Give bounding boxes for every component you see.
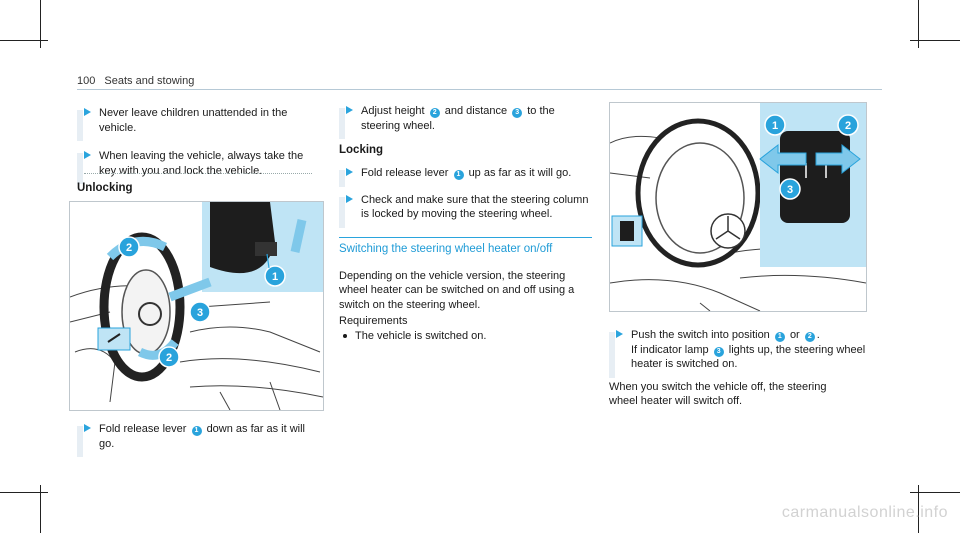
locking-bullet: Fold release lever 1 up as far as it wil… — [339, 166, 594, 187]
left-after-figure: Fold release lever 1 down as far as it w… — [77, 422, 322, 461]
crop-mark — [0, 492, 48, 493]
steering-wheel-heater-illustration: 1 2 3 — [610, 103, 866, 311]
middle-column: Adjust height 2 and distance 3 to the st… — [339, 104, 594, 344]
warning-bullet: Never leave children unattended in the v… — [77, 106, 317, 142]
arrow-icon — [346, 168, 353, 177]
section-heading: Switching the steering wheel heater on/o… — [339, 242, 553, 255]
unlocking-heading: Unlocking — [77, 182, 133, 194]
arrow-icon — [84, 108, 91, 116]
page-number: 100 — [77, 75, 96, 87]
adjust-bullet: Adjust height 2 and distance 3 to the st… — [339, 104, 594, 140]
heater-switch-figure: 1 2 3 — [609, 102, 867, 312]
section-body: Depending on the vehicle version, the st… — [339, 269, 575, 311]
ref-badge: 2 — [804, 332, 815, 342]
crop-mark — [910, 492, 960, 493]
ref-badge: 3 — [713, 346, 724, 357]
crop-mark — [910, 40, 960, 41]
unlocking-figure: 2 3 2 1 — [69, 201, 324, 411]
page-header: 100 Seats and stowing — [77, 74, 194, 89]
callout: 1 — [272, 271, 278, 283]
ref-badge: 2 — [429, 108, 440, 118]
push-switch-bullet: Push the switch into position 1 or 2.If … — [609, 328, 869, 378]
check-bullet: Check and make sure that the steering co… — [339, 193, 594, 228]
arrow-icon — [84, 424, 91, 432]
callout: 2 — [126, 242, 132, 254]
ref-badge: 1 — [191, 426, 202, 436]
watermark: carmanualsonline.info — [781, 503, 948, 521]
arrow-icon — [346, 194, 353, 203]
ref-badge: 1 — [774, 332, 785, 342]
arrow-icon — [346, 106, 353, 114]
callout: 2 — [845, 120, 851, 132]
callout: 2 — [166, 352, 172, 364]
crop-mark — [918, 485, 919, 533]
requirements-label: Requirements — [339, 315, 408, 328]
crop-mark — [40, 0, 41, 48]
crop-mark — [918, 0, 919, 48]
right-column-text: Push the switch into position 1 or 2.If … — [609, 328, 869, 409]
section-title: Seats and stowing — [104, 75, 195, 87]
callout: 3 — [787, 184, 793, 196]
note-text: When you switch the vehicle off, the ste… — [609, 380, 827, 408]
locking-heading: Locking — [339, 144, 384, 157]
steering-wheel-illustration: 2 3 2 1 — [70, 202, 323, 410]
divider — [84, 173, 312, 174]
ref-badge: 3 — [512, 108, 523, 118]
crop-mark — [0, 40, 48, 41]
arrow-icon — [616, 330, 623, 338]
requirement-item: The vehicle is switched on. — [339, 329, 594, 344]
crop-mark — [40, 485, 41, 533]
callout: 3 — [197, 307, 203, 319]
section-rule — [339, 237, 592, 238]
left-column: Never leave children unattended in the v… — [77, 106, 317, 188]
arrow-icon — [84, 151, 91, 160]
ref-badge: 1 — [453, 170, 464, 181]
header-rule — [77, 89, 882, 90]
callout: 1 — [772, 120, 778, 132]
